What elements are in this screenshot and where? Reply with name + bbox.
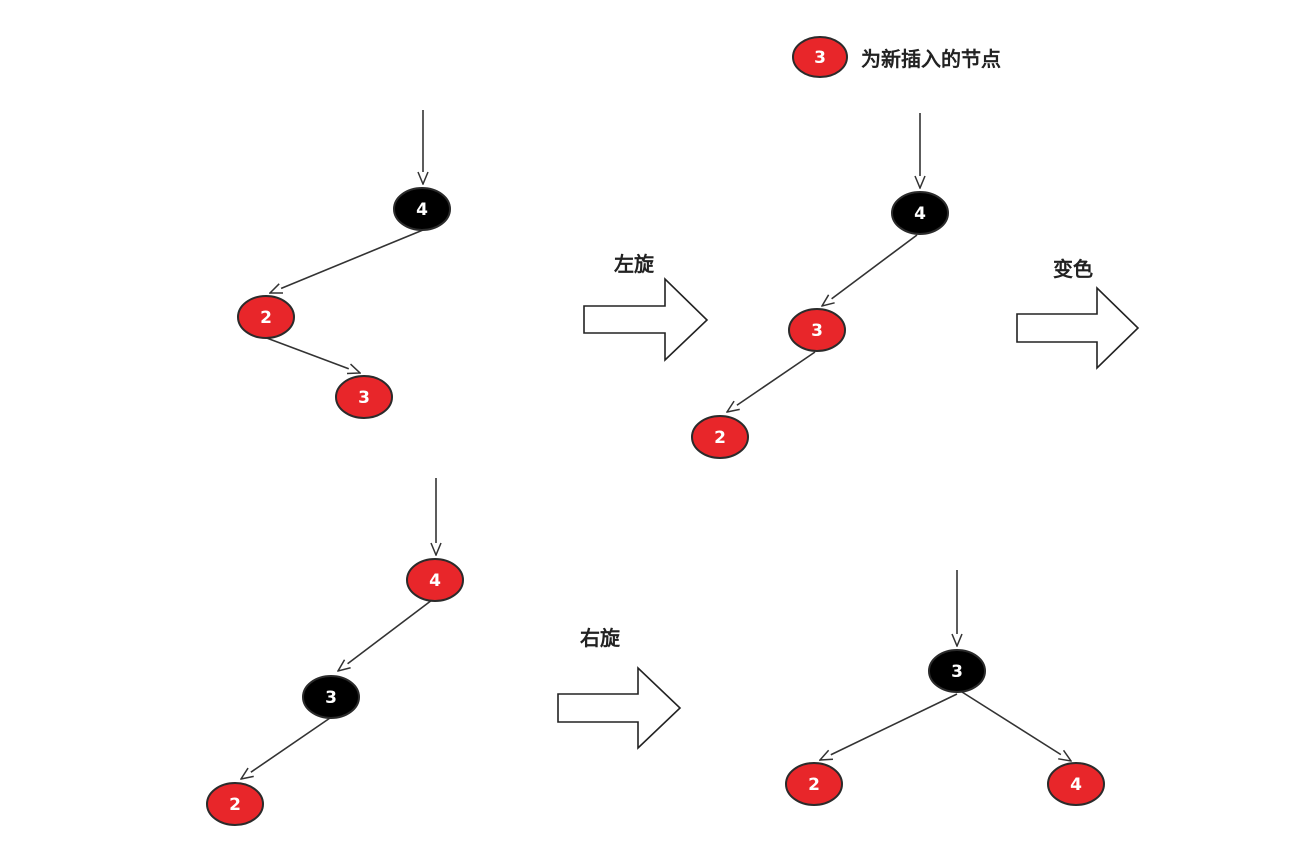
node-label: 3 xyxy=(358,388,370,408)
left-rotate-label: 左旋 xyxy=(614,252,655,276)
tree-node xyxy=(785,762,843,806)
legend: 3 为新插入的节点 xyxy=(792,36,1001,78)
tree-step4: 3 2 4 xyxy=(785,570,1105,806)
transition-left-rotate: 左旋 xyxy=(583,252,709,362)
node-label: 3 xyxy=(951,662,963,682)
tree-node xyxy=(406,558,464,602)
tree-node xyxy=(302,675,360,719)
tree-node xyxy=(928,649,986,693)
tree-node xyxy=(691,415,749,459)
transition-recolor: 变色 xyxy=(1016,257,1140,370)
node-label: 3 xyxy=(811,321,823,341)
node-label: 3 xyxy=(325,688,337,708)
tree-node xyxy=(891,191,949,235)
big-right-arrow-icon xyxy=(557,666,682,750)
edge-3-2 xyxy=(820,693,958,760)
tree-node xyxy=(335,375,393,419)
legend-node xyxy=(792,36,848,78)
tree-step1: 4 2 3 xyxy=(237,110,451,419)
node-label: 2 xyxy=(808,775,820,795)
legend-text: 为新插入的节点 xyxy=(861,47,1001,71)
node-label: 2 xyxy=(714,428,726,448)
tree-node xyxy=(1047,762,1105,806)
edge-3-2 xyxy=(241,717,331,779)
big-right-arrow-icon xyxy=(583,277,709,362)
tree-step2: 4 3 2 xyxy=(691,113,949,459)
edge-4-3 xyxy=(822,234,918,306)
tree-node xyxy=(788,308,846,352)
edge-4-2 xyxy=(270,229,424,293)
node-label: 4 xyxy=(914,204,926,224)
node-label: 2 xyxy=(229,795,241,815)
big-right-arrow-icon xyxy=(1016,286,1140,370)
node-label: 4 xyxy=(429,571,441,591)
tree-node xyxy=(206,782,264,826)
right-rotate-label: 右旋 xyxy=(580,626,621,650)
legend-node-label: 3 xyxy=(814,48,826,68)
edge-2-3 xyxy=(263,336,360,373)
tree-node xyxy=(237,295,295,339)
node-label: 4 xyxy=(1070,775,1082,795)
recolor-label: 变色 xyxy=(1053,257,1093,281)
node-label: 4 xyxy=(416,200,428,220)
node-label: 2 xyxy=(260,308,272,328)
edge-3-4 xyxy=(961,691,1071,761)
tree-step3: 4 3 2 xyxy=(206,478,464,826)
tree-node xyxy=(393,187,451,231)
edge-4-3 xyxy=(338,599,433,671)
transition-right-rotate: 右旋 xyxy=(557,626,682,750)
edge-3-2 xyxy=(727,351,816,412)
